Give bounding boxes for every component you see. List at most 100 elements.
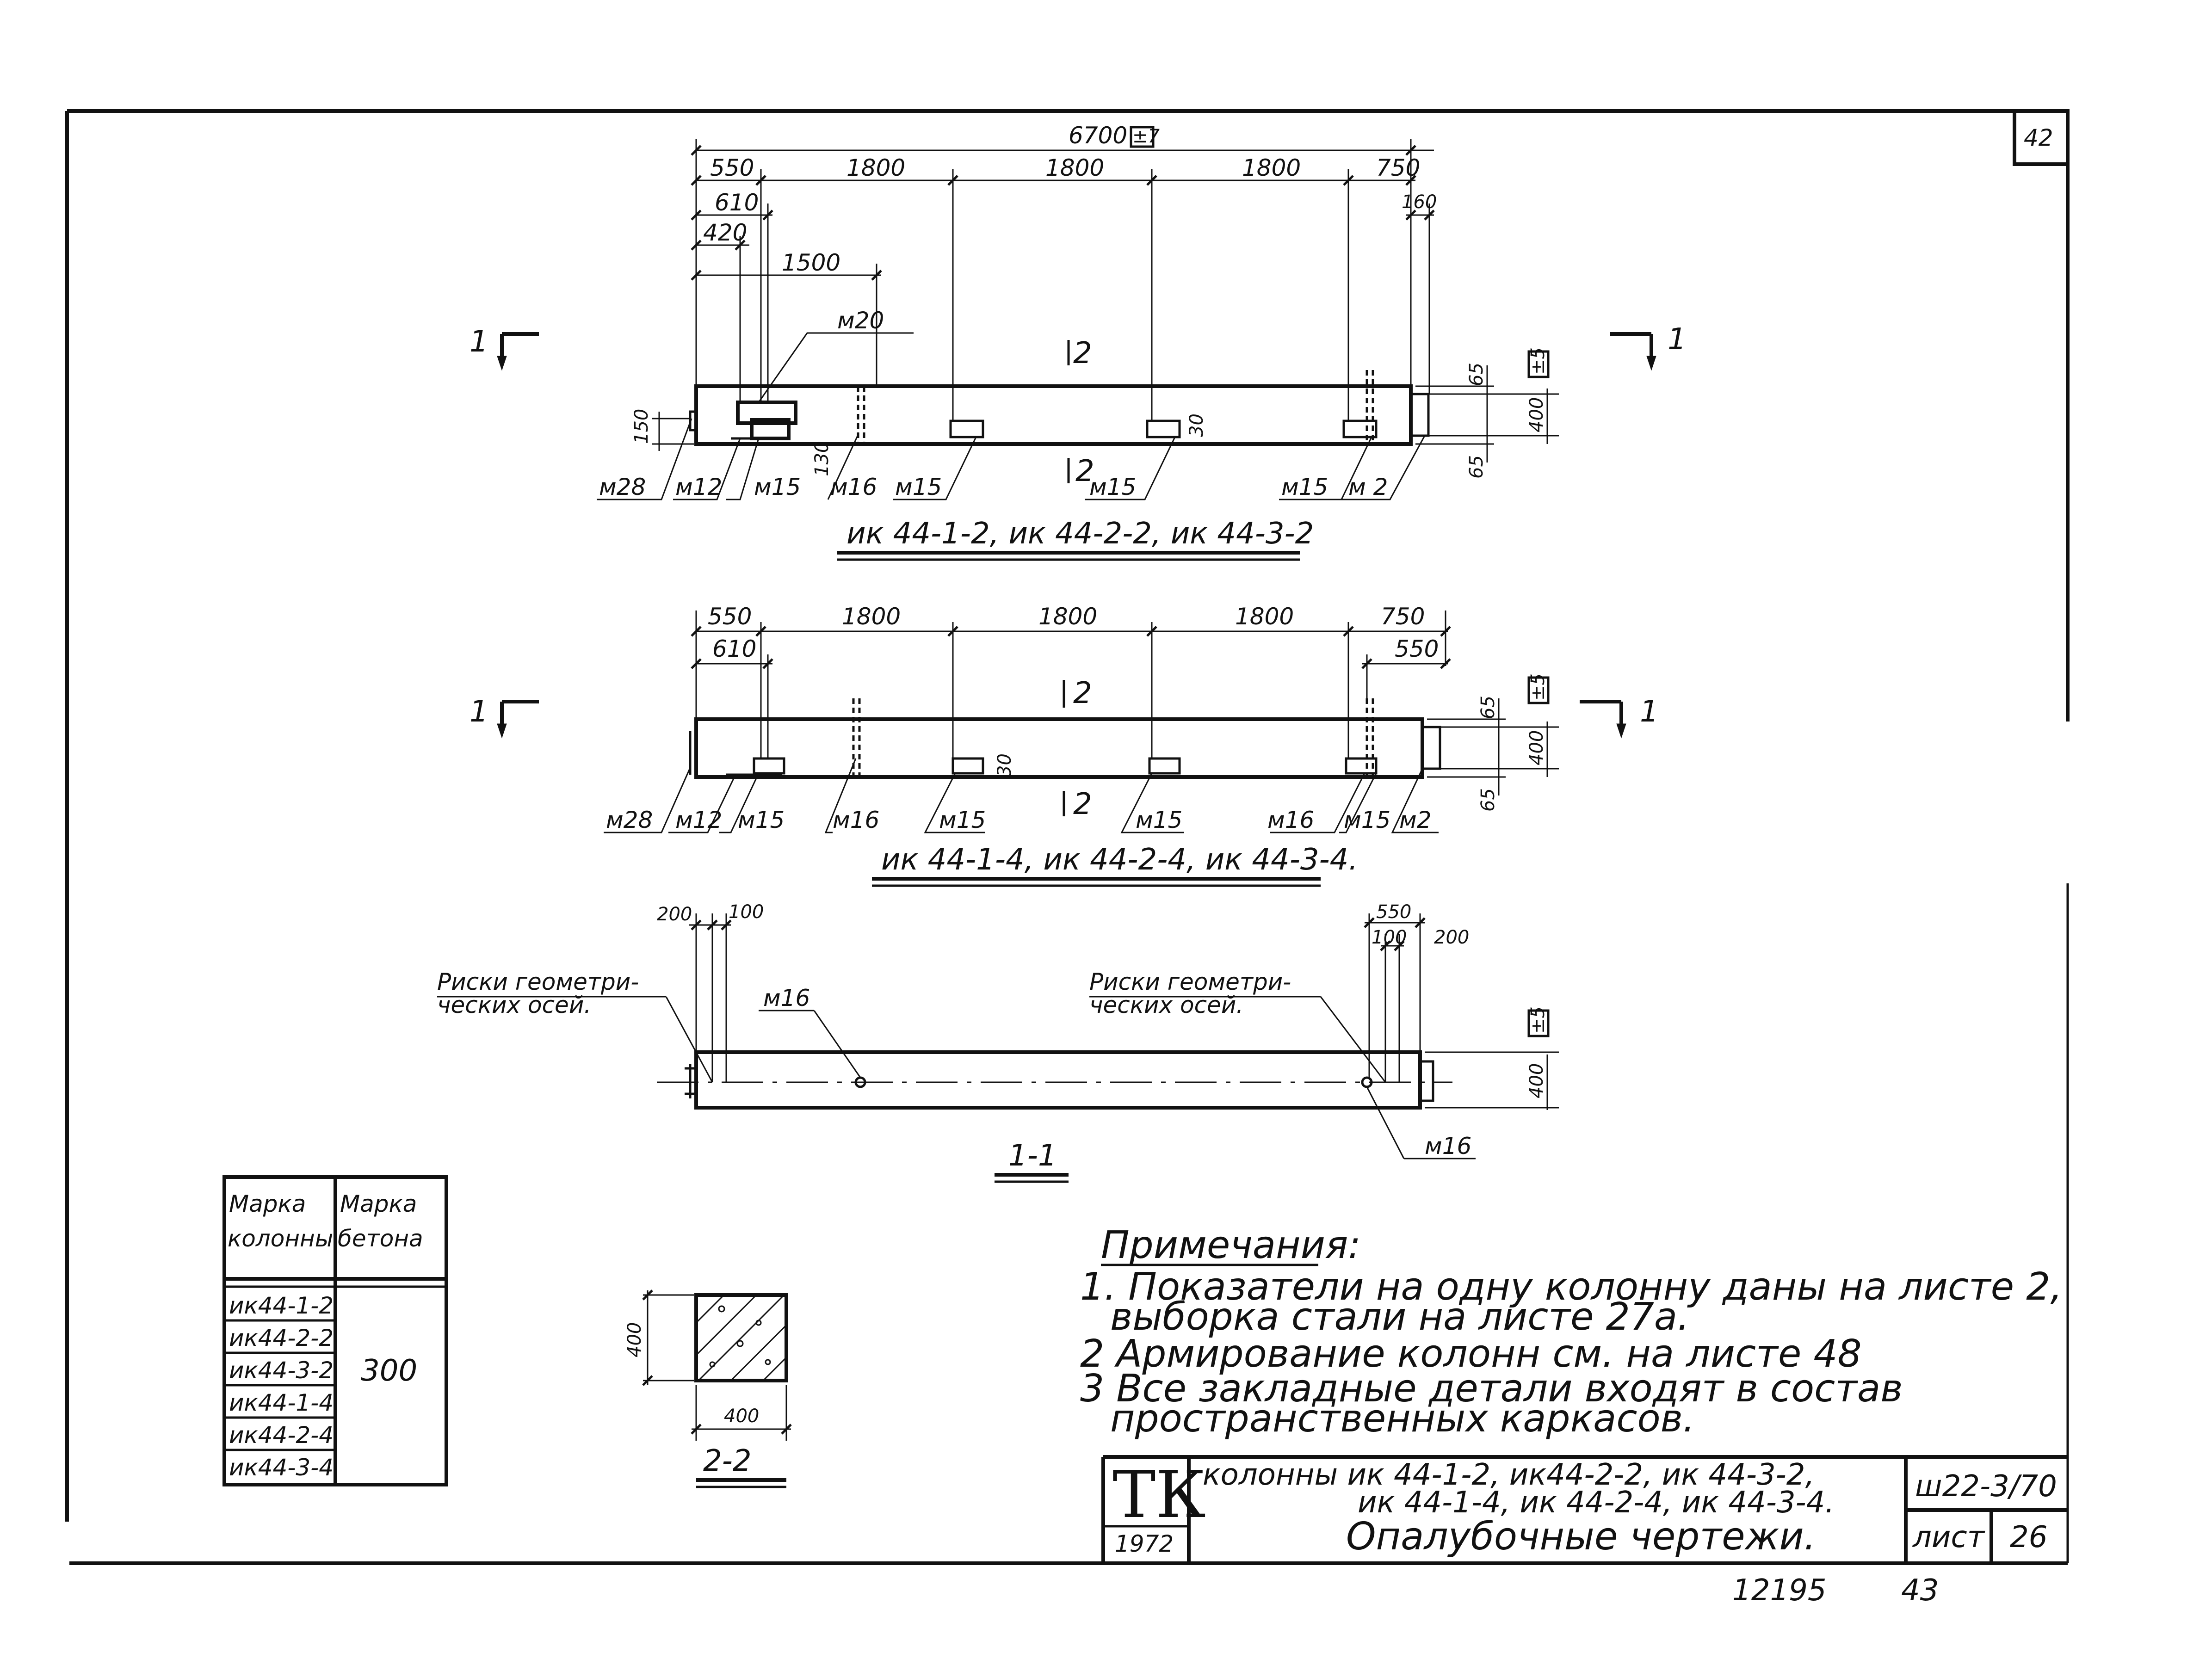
caption-top-view: ик 44-1-2, ик 44-2-2, ик 44-3-2 — [846, 517, 1314, 551]
sheet-number-top: 42 — [2024, 124, 2053, 151]
column-body-top — [694, 384, 1413, 446]
label-m15-top-d: м15 — [1281, 474, 1328, 500]
view-mark-mid-left: 1 — [470, 695, 488, 729]
label-m16-mid-b: м16 — [1267, 807, 1314, 833]
section-mark-top-lower: 2 — [1075, 454, 1094, 488]
table-row: ик44-3-2 — [229, 1357, 334, 1384]
section-mark-mid-upper: 2 — [1073, 676, 1092, 710]
vdim-400-top: 400 — [1526, 397, 1547, 432]
title-line1: колонны ик 44-1-2, ик44-2-2, ик 44-3-2, — [1203, 1458, 1815, 1492]
label-m28-mid: м28 — [606, 807, 653, 833]
dim-550: 550 — [710, 154, 754, 181]
section-mark-mid-lower: 2 — [1073, 787, 1092, 821]
dim-sec-200-right: 200 — [1434, 927, 1469, 948]
dim-750: 750 — [1376, 154, 1420, 181]
title-code: ш22-3/70 — [1915, 1469, 2057, 1504]
dim-sec-200-left: 200 — [657, 904, 692, 925]
vdim-mid-400: 400 — [1526, 730, 1547, 765]
risk-label-left-1: Риски геометри- — [437, 968, 639, 995]
table-header-col2-l2: бетона — [338, 1225, 423, 1252]
dim-mid-550b: 550 — [1395, 635, 1439, 662]
title-sheet-number: 26 — [2010, 1520, 2047, 1554]
caption-section-1-1: 1-1 — [1008, 1139, 1057, 1173]
table-header-col2-l1: Марка — [340, 1190, 417, 1217]
label-m16-top: м16 — [830, 474, 877, 500]
vdim-mid-30: 30 — [994, 753, 1015, 777]
dim-1800-b: 1800 — [1045, 154, 1104, 181]
title-year: 1972 — [1115, 1530, 1174, 1557]
vdim-mid-tol: ±5 — [1527, 673, 1549, 701]
label-m2-mid: м2 — [1399, 807, 1432, 833]
table-header-col1-l1: Марка — [229, 1190, 306, 1217]
label-m2-top: м 2 — [1348, 474, 1388, 500]
dim-610: 610 — [715, 189, 759, 216]
section-mark-top-upper: 2 — [1073, 336, 1092, 370]
dim-1500: 1500 — [782, 249, 840, 276]
dim-sec-100-right: 100 — [1372, 927, 1407, 948]
table-concrete-value: 300 — [361, 1354, 417, 1388]
note-item: 3 Все закладные детали входят в состав — [1080, 1367, 1903, 1411]
vdim-mid-65b: 65 — [1477, 788, 1499, 812]
label-m15-top-c: м15 — [1089, 474, 1136, 500]
dim-160: 160 — [1402, 191, 1437, 213]
label-m12-top: м12 — [675, 474, 722, 500]
risk-label-left-2: ческих осей. — [437, 992, 591, 1018]
sec2-dim-h: 400 — [624, 1322, 645, 1357]
dim-420: 420 — [703, 219, 747, 246]
dim-mid-550: 550 — [708, 603, 752, 630]
view-mark-top-right: 1 — [1668, 322, 1687, 357]
dim-1800-c: 1800 — [1242, 154, 1301, 181]
risk-label-right-1: Риски геометри- — [1089, 968, 1291, 995]
vdim-150: 150 — [631, 409, 652, 444]
table-header-col1-l2: колонны — [228, 1225, 333, 1252]
vdim-tol-top: ±5 — [1527, 347, 1549, 375]
concrete-table — [222, 1175, 448, 1486]
view-mark-top-left: 1 — [470, 325, 488, 359]
footer-number-2: 43 — [1901, 1573, 1939, 1608]
label-m15-mid-d: м15 — [1344, 807, 1390, 833]
label-m15-top-a: м15 — [754, 474, 801, 500]
sec2-dim-w: 400 — [724, 1406, 759, 1427]
note-item: пространственных каркасов. — [1110, 1397, 1695, 1441]
title-sheet-label: лист — [1912, 1520, 1985, 1554]
embedded-part-m20 — [736, 401, 797, 425]
dim-sec-100-left: 100 — [729, 901, 764, 923]
note-item: 2 Армирование колонн см. на листе 48 — [1080, 1332, 1862, 1376]
dim-sec-550-right: 550 — [1376, 901, 1411, 923]
view-mark-mid-right: 1 — [1640, 695, 1659, 729]
dim-mid-1800-c: 1800 — [1235, 603, 1294, 630]
table-row: ик44-3-4 — [229, 1454, 334, 1481]
vdim-mid-65: 65 — [1477, 696, 1499, 719]
label-m12-mid: м12 — [675, 807, 722, 833]
title-logo: ТК — [1112, 1457, 1206, 1533]
risk-label-right-2: ческих осей. — [1089, 992, 1243, 1018]
label-m15-top-b: м15 — [895, 474, 942, 500]
note-item: 1. Показатели на одну колонну даны на ли… — [1080, 1265, 2062, 1309]
table-row: ик44-1-4 — [229, 1389, 334, 1416]
vdim-130: 130 — [811, 441, 833, 476]
dim-1800-a: 1800 — [846, 154, 905, 181]
dim-mid-610: 610 — [712, 635, 756, 662]
title-line2: ик 44-1-4, ик 44-2-4, ик 44-3-4. — [1358, 1486, 1835, 1520]
title-line3: Опалубочные чертежи. — [1346, 1515, 1816, 1559]
dim-tolerance: ±7 — [1132, 126, 1160, 147]
title-block — [1101, 1455, 2068, 1563]
dim-overall: 6700 — [1069, 122, 1127, 149]
label-m16-mid-a: м16 — [833, 807, 879, 833]
label-m28-top: м28 — [599, 474, 646, 500]
vdim-sec-400: 400 — [1526, 1063, 1547, 1098]
table-row: ик44-1-2 — [229, 1292, 334, 1319]
vdim-30-top: 30 — [1186, 413, 1207, 437]
table-row: ик44-2-4 — [229, 1422, 334, 1449]
vdim-65b-top: 65 — [1466, 455, 1487, 479]
caption-middle-view: ик 44-1-4, ик 44-2-4, ик 44-3-4. — [881, 843, 1358, 877]
vdim-sec-tol: ±5 — [1527, 1006, 1549, 1034]
sheet-frame — [65, 109, 2070, 1565]
label-m15-mid-a: м15 — [738, 807, 785, 833]
label-m16-sec-left: м16 — [763, 985, 810, 1011]
view-middle: 550 1800 1800 1800 750 610 550 65 ±5 400… — [470, 603, 1659, 887]
end-plate-top — [1409, 393, 1430, 437]
section-2-2 — [642, 1289, 792, 1441]
table-row: ик44-2-2 — [229, 1325, 334, 1351]
